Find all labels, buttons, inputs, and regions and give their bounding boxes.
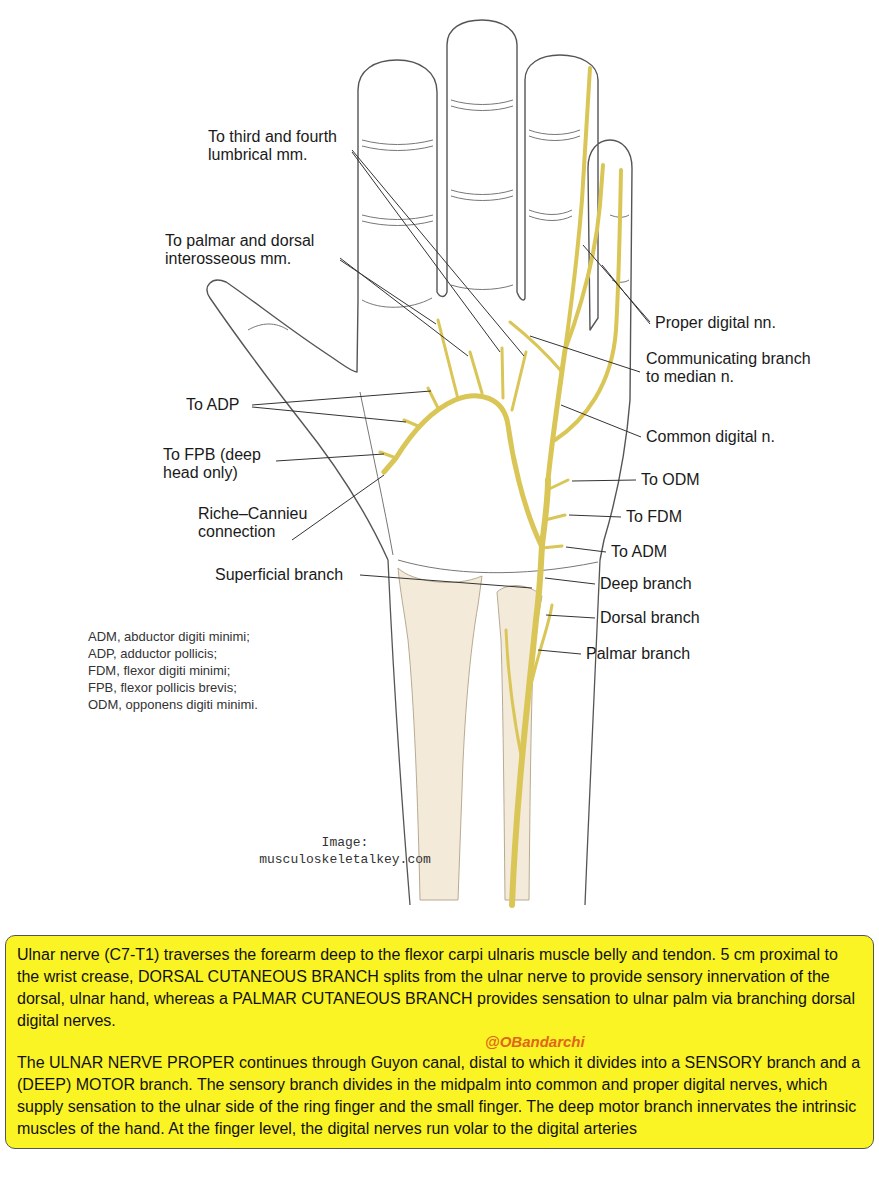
callout-label: Deep branch xyxy=(600,575,692,593)
abbreviation-line: ADP, adductor pollicis; xyxy=(88,645,217,662)
abbreviation-line: ADM, abductor digiti minimi; xyxy=(88,628,250,645)
crease xyxy=(362,146,433,151)
body-text: The ULNAR NERVE PROPER continues through… xyxy=(17,1052,862,1140)
leader-line xyxy=(561,405,641,437)
nerve-branch xyxy=(384,396,541,545)
nerve-twig xyxy=(542,546,562,548)
watermark: @OBandarchi xyxy=(485,1032,862,1052)
nerve-twig xyxy=(502,348,503,398)
nerve-twig xyxy=(547,480,568,490)
callout-label: To ADP xyxy=(186,396,239,414)
nerve-branch xyxy=(548,350,565,480)
crease xyxy=(529,216,572,221)
forearm-edge xyxy=(585,560,600,905)
leader-line xyxy=(572,480,636,481)
nerve-branch xyxy=(565,165,603,350)
crease xyxy=(451,100,513,105)
crease xyxy=(529,130,580,135)
leader-line xyxy=(276,454,384,461)
ulnar-nerve xyxy=(380,68,621,905)
crease xyxy=(451,285,513,290)
wrist-crease xyxy=(398,560,598,573)
crease xyxy=(362,215,433,220)
callout-label: Communicating branch to median n. xyxy=(646,350,826,386)
callout-label: To FDM xyxy=(626,508,682,526)
nerve-twig xyxy=(512,352,526,410)
callout-label: Riche–Cannieu connection xyxy=(198,505,320,541)
leader-line xyxy=(530,336,640,372)
crease xyxy=(529,136,580,141)
leader-line xyxy=(360,575,532,588)
callout-label: Dorsal branch xyxy=(600,609,700,627)
callout-label: Superficial branch xyxy=(215,566,343,584)
callout-label: Common digital n. xyxy=(646,428,775,446)
crease xyxy=(362,140,433,145)
callout-label: Proper digital nn. xyxy=(655,314,776,332)
callout-label: To third and fourth lumbrical mm. xyxy=(208,128,363,164)
nerve-branch xyxy=(506,630,522,760)
leader-line xyxy=(566,547,606,552)
skin-creases xyxy=(248,100,629,573)
nerve-twig xyxy=(545,515,565,520)
abbreviation-line: FPB, flexor pollicis brevis; xyxy=(88,679,237,696)
leader-line xyxy=(569,515,621,517)
leader-line xyxy=(252,391,431,405)
leader-line xyxy=(352,152,500,352)
callout-label: To ODM xyxy=(641,471,700,489)
crease xyxy=(451,196,513,201)
forearm-bones xyxy=(398,568,542,900)
palm-crease xyxy=(360,392,393,555)
leader-line xyxy=(252,407,406,422)
nerve-branch xyxy=(555,170,621,440)
nerve-twig xyxy=(380,452,396,458)
nerve-twig xyxy=(404,420,418,426)
nerve-twig xyxy=(470,352,482,393)
callout-label: Palmar branch xyxy=(586,645,690,663)
callout-label: To FPB (deep head only) xyxy=(163,446,293,482)
crease xyxy=(529,210,572,215)
crease xyxy=(451,190,513,195)
leader-line xyxy=(545,578,595,584)
leader-line xyxy=(538,650,581,654)
nerve-branch xyxy=(510,322,562,372)
abbreviation-line: ODM, opponens digiti minimi. xyxy=(88,696,258,713)
crease xyxy=(362,298,432,307)
callout-label: To ADM xyxy=(611,543,667,561)
body-text: Ulnar nerve (C7-T1) traverses the forear… xyxy=(17,944,862,1032)
crease xyxy=(362,221,433,226)
image-credit: Image: musculoskeletalkey.com xyxy=(255,834,435,868)
nerve-branch xyxy=(528,605,552,700)
leader-line xyxy=(340,258,468,356)
hand-outline xyxy=(207,20,632,560)
leader-line xyxy=(602,265,650,324)
nerve-twig xyxy=(438,320,458,399)
note-box: Ulnar nerve (C7-T1) traverses the forear… xyxy=(5,935,874,1149)
radius-bone xyxy=(398,568,482,900)
crease xyxy=(248,324,288,330)
leader-line xyxy=(546,615,595,618)
leader-line xyxy=(352,150,524,356)
leader-line xyxy=(340,260,436,324)
crease xyxy=(451,106,513,111)
callout-label: To palmar and dorsal interosseous mm. xyxy=(165,232,365,268)
abbreviation-line: FDM, flexor digiti minimi; xyxy=(88,662,230,679)
